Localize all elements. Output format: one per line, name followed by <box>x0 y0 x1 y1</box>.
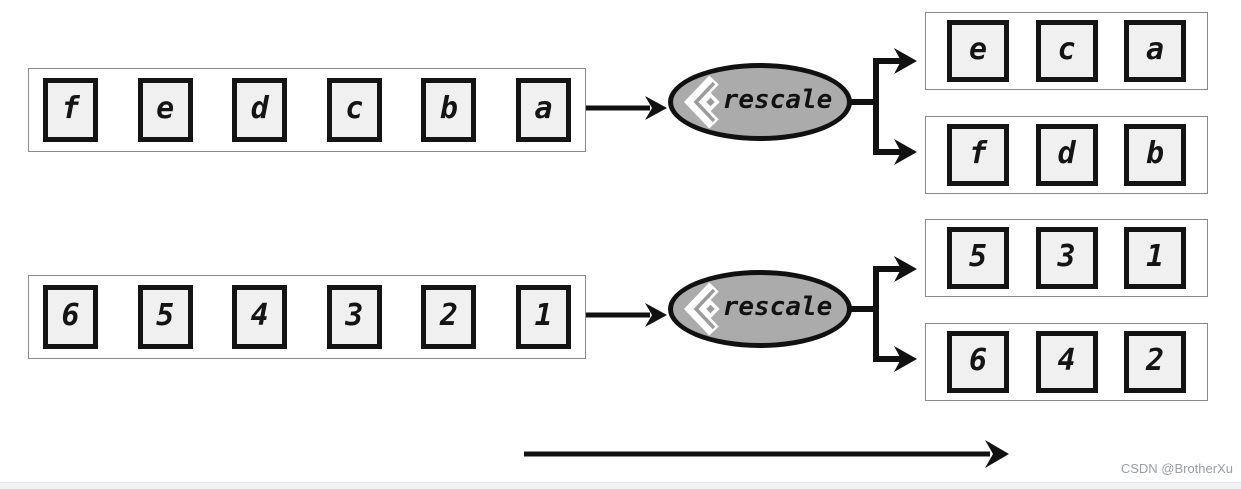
stream-element: b <box>1124 124 1186 186</box>
row2-rescale-operator: rescale <box>668 270 852 348</box>
flow-direction-arrowhead <box>985 440 1009 468</box>
stream-element: c <box>326 78 382 142</box>
row2-output-stream-2: 6 4 2 <box>925 323 1208 401</box>
stream-element: 5 <box>947 227 1009 289</box>
stream-element: c <box>1035 20 1098 82</box>
stream-element: 4 <box>232 285 288 349</box>
row1-branch-bottom-arrowhead <box>894 139 917 165</box>
stream-element: f <box>43 78 98 142</box>
stream-element: f <box>947 124 1009 186</box>
row1-output-stream-2: f d b <box>925 116 1208 194</box>
row2-output-stream-1: 5 3 1 <box>925 219 1208 297</box>
stream-element: 3 <box>326 285 382 349</box>
watermark-text: CSDN @BrotherXu <box>1120 461 1233 476</box>
stream-element: 6 <box>43 285 98 349</box>
row1-input-stream: f e d c b a <box>28 68 586 152</box>
stream-element: a <box>1124 20 1186 82</box>
row2-input-arrowhead <box>645 303 667 327</box>
operator-label: rescale <box>722 292 833 322</box>
stream-element: e <box>137 78 193 142</box>
double-chevron-diamond-icon <box>683 282 720 336</box>
stream-element: 6 <box>947 331 1009 393</box>
row1-branch-top-arrowhead <box>894 48 917 74</box>
row1-rescale-operator: rescale <box>668 63 852 141</box>
row2-branch-bottom-arrowhead <box>894 346 917 372</box>
stream-element: 3 <box>1035 227 1098 289</box>
stream-element: d <box>1035 124 1098 186</box>
stream-element: d <box>232 78 288 142</box>
stream-element: 1 <box>515 285 571 349</box>
stream-element: 1 <box>1124 227 1186 289</box>
row2-input-stream: 6 5 4 3 2 1 <box>28 275 586 359</box>
row1-output-stream-1: e c a <box>925 12 1208 90</box>
row1-input-arrowhead <box>645 96 667 120</box>
footer-strip <box>0 482 1241 489</box>
stream-element: 4 <box>1035 331 1098 393</box>
stream-element: e <box>947 20 1009 82</box>
stream-element: 5 <box>137 285 193 349</box>
stream-element: a <box>515 78 571 142</box>
row2-branch-top-arrowhead <box>894 256 917 282</box>
stream-element: b <box>421 78 477 142</box>
double-chevron-diamond-icon <box>683 75 720 129</box>
operator-label: rescale <box>722 85 833 115</box>
stream-element: 2 <box>1124 331 1186 393</box>
stream-element: 2 <box>421 285 477 349</box>
